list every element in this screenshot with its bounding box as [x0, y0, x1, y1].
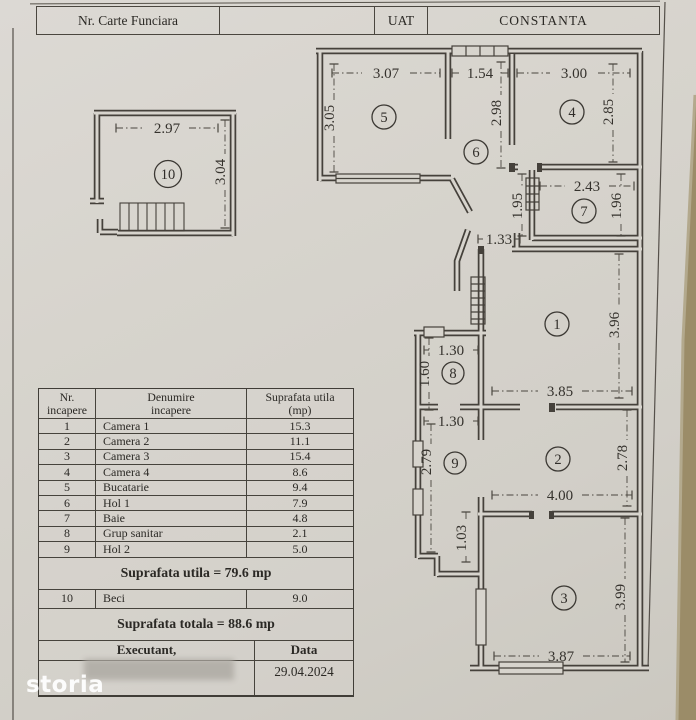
redacted-signature — [84, 659, 234, 680]
stairs — [119, 202, 185, 232]
room-label-9: 9 — [451, 456, 458, 472]
dim-room9-height: 2.79 — [419, 449, 435, 475]
title-block-header: Nr. Carte Funciara UAT CONSTANTA — [36, 6, 660, 35]
room-label-8: 8 — [449, 366, 456, 382]
col-header-denumire: Denumire incapere — [96, 389, 247, 418]
room-label-1: 1 — [553, 317, 560, 333]
dim-room2-width: 4.00 — [547, 488, 573, 504]
table-row: 1 Camera 1 15.3 — [39, 419, 353, 435]
dim-passage-height: 1.03 — [454, 525, 470, 551]
executant-header-row: Executant, Data — [39, 640, 353, 661]
table-row: 4 Camera 4 8.6 — [39, 465, 353, 481]
table-row: 9 Hol 2 5.0 — [39, 542, 353, 558]
dim-room10-height: 3.04 — [213, 158, 229, 185]
room-label-10: 10 — [161, 167, 176, 183]
signature-cell — [39, 660, 255, 695]
table-header-row: Nr. incapere Denumire incapere Suprafata… — [39, 389, 353, 419]
table-row: 3 Camera 3 15.4 — [39, 449, 353, 466]
room-label-6: 6 — [472, 145, 479, 161]
page-frame — [12, 1, 666, 720]
uat-label: UAT — [375, 7, 428, 34]
rooms-area-table: Nr. incapere Denumire incapere Suprafata… — [38, 388, 354, 697]
carte-funciara-label: Nr. Carte Funciara — [37, 7, 220, 34]
basement-row: 10 Beci 9.0 — [39, 589, 353, 609]
dim-room3-height: 3.99 — [613, 584, 629, 610]
dim-room5-height: 3.05 — [322, 105, 338, 131]
room-label-7: 7 — [580, 204, 587, 220]
dim-room10-width: 2.97 — [154, 121, 181, 137]
room-label-numbers: 5 4 6 7 1 8 9 2 3 10 — [161, 105, 588, 607]
beci-plan — [90, 109, 237, 237]
room-label-2: 2 — [554, 452, 561, 468]
dim-hall-height: 2.98 — [489, 100, 505, 126]
subtotal-row: Suprafata utila = 79.6 mp — [39, 558, 353, 590]
col-header-nr: Nr. incapere — [39, 389, 96, 418]
sanitary-shaft — [525, 177, 540, 211]
dim-room1-width: 3.85 — [547, 384, 573, 400]
table-surface — [675, 93, 696, 720]
executant-label: Executant, — [39, 640, 255, 660]
dim-room7-width: 2.43 — [574, 179, 600, 195]
dimension-ticks — [115, 61, 635, 663]
table-row: 5 Bucatarie 9.4 — [39, 480, 353, 496]
chimney-shaft — [470, 276, 486, 325]
date-value: 29.04.2024 — [274, 663, 334, 679]
dim-room7-height-left: 1.95 — [510, 193, 526, 219]
dimension-lines — [116, 62, 634, 662]
dim-room8-width: 1.30 — [438, 343, 464, 359]
dim-room2-height: 2.78 — [615, 445, 631, 471]
dim-room4-width: 3.00 — [561, 66, 587, 82]
dimension-labels: 3.07 1.54 3.00 2.43 1.33 3.85 1.30 1.30 … — [154, 66, 631, 665]
dim-entry-width: 1.33 — [486, 232, 512, 248]
room-label-3: 3 — [560, 591, 567, 607]
col-header-suprafata: Suprafata utila (mp) — [265, 390, 335, 417]
signature-row: 29.04.2024 — [39, 660, 353, 696]
dim-corridor-width: 1.30 — [438, 414, 464, 430]
dim-room7-height-right: 1.96 — [609, 192, 625, 219]
dim-room8-height: 1.60 — [417, 361, 433, 387]
room-labels — [153, 99, 597, 611]
dim-room5-width: 3.07 — [373, 66, 400, 82]
door-jambs — [478, 163, 555, 519]
total-row: Suprafata totala = 88.6 mp — [39, 609, 353, 641]
dim-room4-height: 2.85 — [601, 99, 617, 125]
dim-room3-width: 3.87 — [548, 649, 575, 665]
dim-hall-top-width: 1.54 — [467, 66, 494, 82]
storia-watermark: storia — [26, 672, 105, 698]
windows — [335, 45, 564, 675]
table-row: 6 Hol 1 7.9 — [39, 496, 353, 512]
uat-value: CONSTANTA — [499, 12, 588, 28]
main-plan-walls — [316, 45, 649, 675]
carte-funciara-value-empty — [220, 7, 375, 34]
room-label-5: 5 — [380, 110, 387, 126]
room-label-4: 4 — [568, 105, 576, 121]
table-row: 7 Baie 4.8 — [39, 511, 353, 527]
data-label: Data — [290, 642, 318, 658]
table-row: 2 Camera 2 11.1 — [39, 434, 353, 450]
table-row: 8 Grup sanitar 2.1 — [39, 526, 353, 543]
dim-room1-height: 3.96 — [607, 311, 623, 338]
